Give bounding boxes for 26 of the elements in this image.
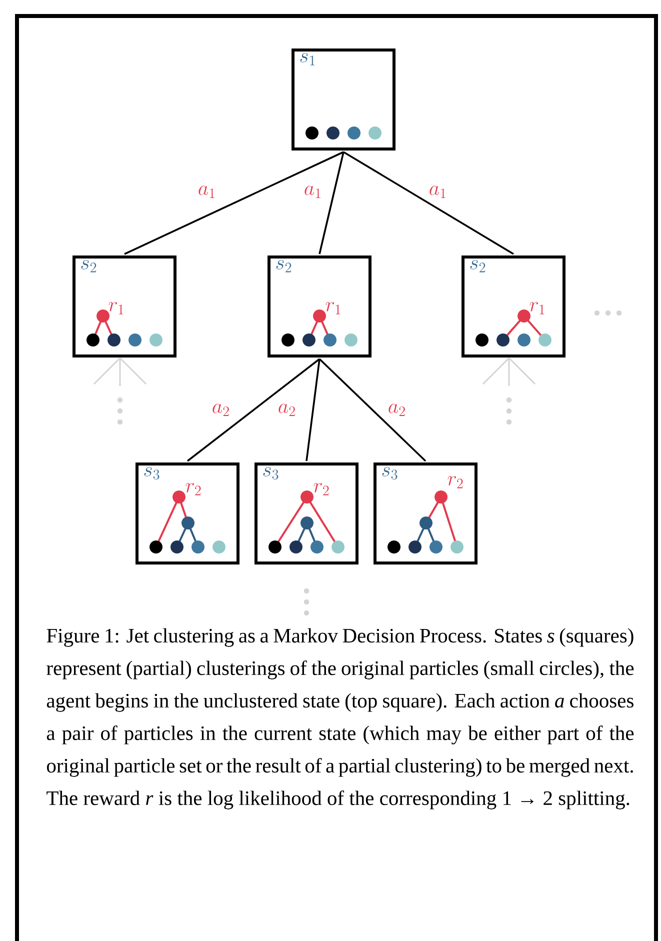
state-label: $s_1$	[300, 52, 315, 66]
reward-label: $r_1$	[108, 302, 124, 314]
edge-label: $a_2$	[276, 402, 298, 418]
state-label: $s_3$	[263, 467, 278, 480]
state-label: $s_2$	[81, 260, 96, 272]
state-label: $s_3$	[382, 467, 398, 480]
reward-label: $r_2$	[314, 483, 329, 496]
figure-caption: Figure 1: Jet clustering as a Markov Decision Process. States s (squares) represent (partial) clusterings of the original particles (small circles), the agent begins in the unclustered state (top square). Each action a chooses a pair of particles in the current state (which may be either part of the original particle set or the result of a partial clustering) to be merged next. The reward r is the log likelihood of the corresponding 1 → 2 splitting.	[46, 628, 634, 810]
edge-label: $a_1$	[428, 184, 448, 200]
branch-line	[306, 358, 320, 462]
edge-label: $a_2$	[210, 402, 232, 418]
branch-line	[124, 151, 344, 255]
reward-label: $r_2$	[186, 483, 201, 496]
state-label: $s_2$	[276, 260, 292, 272]
branch-line	[343, 151, 514, 255]
branch-line	[318, 358, 426, 462]
edge-label: $a_2$	[386, 402, 408, 418]
branch-line	[186, 358, 320, 462]
branch-line	[318, 152, 344, 254]
state-label: $s_2$	[470, 260, 486, 272]
reward-label: $r_1$	[326, 302, 340, 314]
edge-label: $a_1$	[302, 184, 324, 200]
state-label: $s_3$	[144, 467, 160, 480]
reward-label: $r_1$	[530, 302, 544, 314]
reward-label: $r_2$	[448, 476, 463, 488]
edge-label: $a_1$	[196, 184, 218, 200]
